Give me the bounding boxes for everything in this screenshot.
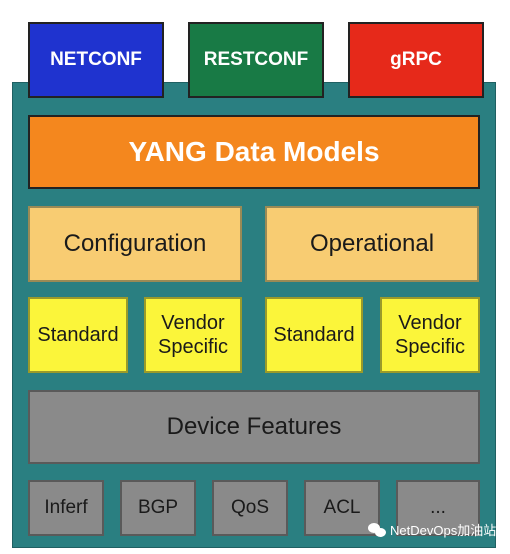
config-vendor-specific: Vendor Specific [144, 297, 242, 373]
feature-inferf: Inferf [28, 480, 104, 536]
feature-acl: ACL [304, 480, 380, 536]
operational-standard: Standard [265, 297, 363, 373]
configuration-category: Configuration [28, 206, 242, 282]
protocol-netconf: NETCONF [28, 22, 164, 98]
protocol-restconf: RESTCONF [188, 22, 324, 98]
config-standard: Standard [28, 297, 128, 373]
watermark: NetDevOps加油站 [368, 520, 496, 539]
device-features-layer: Device Features [28, 390, 480, 464]
feature-more: ... [396, 480, 480, 536]
operational-vendor-specific: Vendor Specific [380, 297, 480, 373]
wechat-icon [368, 522, 386, 537]
feature-bgp: BGP [120, 480, 196, 536]
watermark-text: NetDevOps加油站 [390, 523, 497, 538]
feature-qos: QoS [212, 480, 288, 536]
protocol-grpc: gRPC [348, 22, 484, 98]
yang-data-models-layer: YANG Data Models [28, 115, 480, 189]
operational-category: Operational [265, 206, 479, 282]
